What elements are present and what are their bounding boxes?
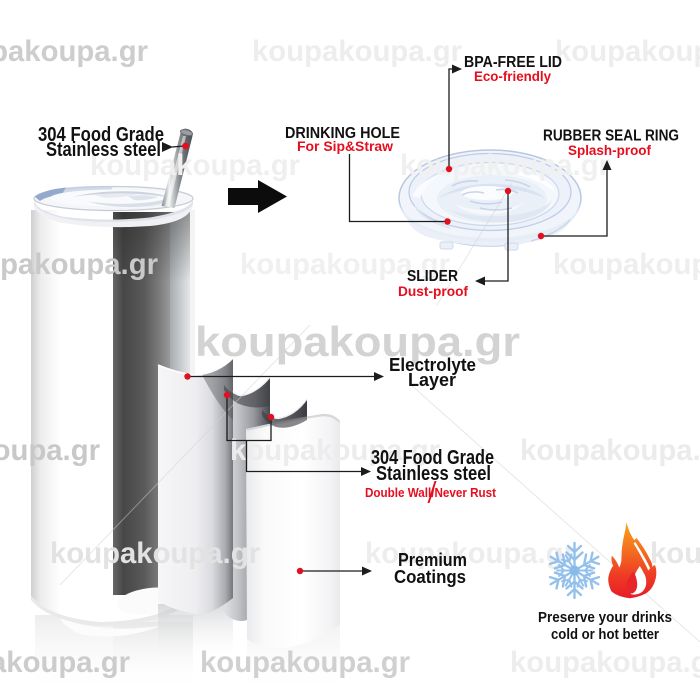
svg-text:For Sip&Straw: For Sip&Straw [297,138,393,154]
svg-text:koupakoupa.gr: koupakoupa.gr [0,248,158,281]
svg-text:koupakoupa.gr: koupakoupa.gr [0,434,100,467]
svg-text:Layer: Layer [408,370,456,390]
svg-text:koupakoupa.gr: koupakoupa.gr [520,434,700,467]
svg-text:koupakoupa.gr: koupakoupa.gr [650,537,700,570]
svg-text:Coatings: Coatings [394,567,466,587]
svg-text:Stainless steel: Stainless steel [46,139,161,161]
svg-text:koupakoupa.gr: koupakoupa.gr [510,646,700,679]
svg-text:Stainless steel: Stainless steel [376,463,491,485]
svg-text:koupakoupa.gr: koupakoupa.gr [200,646,410,679]
svg-text:koupakoupa.gr: koupakoupa.gr [553,248,700,281]
svg-text:BPA-FREE LID: BPA-FREE LID [464,54,562,71]
svg-text:Eco-friendly: Eco-friendly [474,68,551,84]
svg-text:koupakoupa.gr: koupakoupa.gr [400,149,610,182]
svg-text:RUBBER SEAL RING: RUBBER SEAL RING [543,128,679,145]
svg-text:koupakoupa.gr: koupakoupa.gr [0,35,148,68]
svg-text:Splash-proof: Splash-proof [568,142,651,158]
svg-text:koupakoupa.gr: koupakoupa.gr [90,149,300,182]
svg-text:304 Food Grade: 304 Food Grade [371,447,494,469]
svg-text:Double Wall/Never Rust: Double Wall/Never Rust [365,485,497,500]
svg-text:SLIDER: SLIDER [407,268,458,285]
svg-text:Preserve your drinks: Preserve your drinks [538,609,672,626]
svg-text:koupakoupa.gr: koupakoupa.gr [230,434,440,467]
svg-text:koupakoupa.gr: koupakoupa.gr [365,537,575,570]
svg-text:koupakoupa.gr: koupakoupa.gr [50,537,260,570]
svg-text:DRINKING HOLE: DRINKING HOLE [285,125,400,142]
svg-text:koupakoupa.gr: koupakoupa.gr [555,35,700,68]
svg-text:koupakoupa.gr: koupakoupa.gr [0,646,130,679]
svg-text:Dust-proof: Dust-proof [398,283,468,299]
svg-text:koupakoupa.gr: koupakoupa.gr [240,248,450,281]
svg-text:cold or hot better: cold or hot better [551,626,659,643]
svg-text:Premium: Premium [398,550,467,570]
svg-text:koupakoupa.gr: koupakoupa.gr [195,318,520,365]
svg-text:304 Food Grade: 304 Food Grade [38,124,164,146]
svg-text:Electrolyte: Electrolyte [389,355,476,375]
svg-text:koupakoupa.gr: koupakoupa.gr [252,35,462,68]
